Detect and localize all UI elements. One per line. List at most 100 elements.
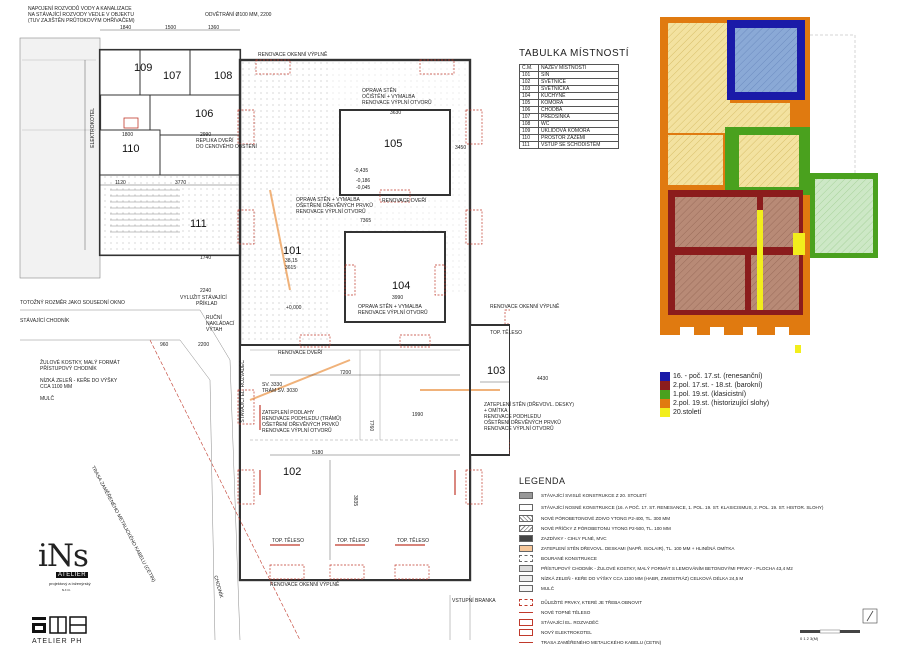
floor-plan	[19, 29, 510, 641]
room-number-cell: 103	[519, 85, 539, 93]
room-110-number: 110	[122, 143, 140, 155]
service-wing	[98, 48, 242, 257]
legend-label: ZATEPLENÍ STĚN DŘEVOVL. DESKAMI (NAPŘ. I…	[541, 546, 735, 551]
note-granite-1: ŽULOVÉ KOSTKY, MALÝ FORMÁT	[40, 360, 120, 366]
legend-label: TRASA ZAMĚŘENÉHO METALICKÉHO KABELU (CET…	[541, 640, 662, 645]
legend-swatch	[519, 575, 533, 582]
legend-item: MULČ	[519, 584, 789, 594]
scale-label: 0 1 2 3(M)	[800, 636, 819, 641]
dim-2200: 2200	[198, 342, 210, 348]
room-number-cell: 106	[519, 106, 539, 114]
note-greenery-1: NÍZKÁ ZELEŇ - KEŘE DO VÝŠKY	[40, 378, 118, 384]
legend-item: NOVÉ PŘÍČKY Z PÓROBETONU YTONG P2-500, T…	[519, 524, 789, 534]
dim-1500: 1500	[165, 25, 177, 31]
room-number-cell: 102	[519, 78, 539, 86]
note-lift-2: NAKLÁDACÍ	[206, 321, 235, 327]
note-101-2: OŠETŘENÍ DŘEVĚNÝCH PRVKŮ	[296, 203, 373, 209]
legend-swatch	[519, 639, 533, 646]
note-103-1: ZATEPLENÍ STĚN (DŘEVOVL. DESKY)	[484, 402, 574, 408]
note-renovation-door-105: RENOVACE DVEŘÍ	[382, 198, 427, 204]
room-name-cell: KOMORA	[538, 99, 619, 107]
note-water-1: NAPOJENÍ ROZVODŮ VODY A KANALIZACE	[28, 6, 132, 12]
dim-1120: 1120	[115, 180, 126, 186]
note-105-1: OPRAVA STĚN	[362, 88, 397, 94]
room-number-cell: 104	[519, 92, 539, 100]
room-name-cell: SVĚTNIČKA	[538, 85, 619, 93]
legend-label: STÁVAJÍCÍ NOSNÉ KONSTRUKCE (16. A POČ. 1…	[541, 505, 824, 510]
note-level-2: -0,186	[356, 178, 371, 184]
legend-item: DŮLEŽITÉ PRVKY, KTERÉ JE TŘEBA OBNOVIT	[519, 598, 789, 608]
era-legend-row-4: 2.pol. 19.st. (historizující slohy)	[660, 399, 770, 408]
note-water-3: (TUV ZAJIŠTĚN PRŮTOKOVÝM OHŘÍVAČEM)	[28, 18, 135, 24]
dim-5180: 5180	[312, 450, 324, 456]
dim-2990: 2990	[200, 132, 212, 138]
room-105-number: 105	[384, 138, 403, 150]
note-span-1: SV. 3330	[262, 382, 283, 388]
era-label: 2.pol. 19.st. (historizující slohy)	[673, 400, 770, 407]
main-building	[238, 58, 510, 582]
legend-label: NÍZKÁ ZELEŇ - KEŘE DO VÝŠKY CCA 1100 MM …	[541, 576, 744, 581]
note-105-2: OČIŠTĚNÍ + VYMALBA	[362, 94, 415, 100]
ph-logo-text: ATELIER PH	[32, 638, 83, 645]
north-arrow-icon	[862, 608, 878, 624]
dim-1740: 1740	[200, 255, 212, 261]
dim-2240: 2240	[200, 288, 212, 294]
note-103-4: OŠETŘENÍ DŘEVĚNÝCH PRVKŮ	[484, 420, 561, 426]
legend-label: MULČ	[541, 586, 555, 591]
legend-swatch	[519, 555, 533, 562]
note-renovation-window-top: RENOVACE OKENNÍ VÝPLNĚ	[258, 52, 328, 58]
legend-item: STÁVAJÍCÍ EL. ROZVADĚČ	[519, 618, 789, 628]
dim-7365: 7365	[360, 218, 372, 224]
legend-item: NOVÉ TOPNÉ TĚLESO	[519, 608, 789, 618]
ins-atelier-logo: iNs ATELIER projektový a inženýrský s.r.…	[38, 540, 94, 598]
cable-route	[149, 339, 301, 641]
note-radiator-1: TOP. TĚLESO	[272, 538, 304, 544]
dimension-lines	[84, 29, 510, 560]
note-105-3: RENOVACE VÝPLNÍ OTVORŮ	[362, 100, 432, 106]
legend-swatch	[519, 629, 533, 636]
note-replica-2: DO CENOVÉHO OBSTENÍ	[196, 144, 257, 150]
legend-swatch	[519, 492, 533, 499]
dim-3835: 3835	[352, 495, 358, 507]
dim-4430: 4430	[537, 376, 549, 382]
note-span-2: TRÁM SV. 3030	[262, 388, 298, 394]
era-swatch	[660, 381, 670, 390]
era-plan	[660, 17, 878, 353]
note-granite-2: PŘÍSTUPOVÝ CHODNÍK	[40, 366, 97, 372]
room-104-number: 104	[392, 280, 411, 292]
room-name-cell: SVĚTNICE	[538, 78, 619, 86]
room-name-cell: ÚKLIDOVÁ KOMORA	[538, 127, 619, 135]
legend-label: NOVÉ PŘÍČKY Z PÓROBETONU YTONG P2-500, T…	[541, 526, 671, 531]
note-102-1: ZATEPLENÍ PODLAHY	[262, 410, 315, 416]
legend-label: NOVÉ TOPNÉ TĚLESO	[541, 610, 591, 615]
room-name-cell: SÍŇ	[538, 71, 619, 79]
legend-swatch	[519, 599, 533, 606]
legend-swatch	[519, 585, 533, 592]
room-name-cell: WC	[538, 120, 619, 128]
logo-company-type: s.r.o.	[62, 587, 71, 592]
era-label: 1.pol. 19.st. (klasicistní)	[673, 391, 747, 398]
note-renovation-door: RENOVACE DVEŘÍ	[278, 350, 323, 356]
radiators	[259, 405, 456, 546]
room-name-cell: PROSTOR ZÁZEMÍ	[538, 134, 619, 142]
note-level-1: -0,435	[354, 168, 369, 174]
note-boiler: ELEKTROKOTEL	[90, 108, 96, 148]
dim-1990: 1990	[412, 412, 424, 418]
legend-title: LEGENDA	[519, 476, 566, 486]
legend-label: PŘÍSTUPOVÝ CHODNÍK - ŽULOVÉ KOSTKY, MALÝ…	[541, 566, 793, 571]
legend-label: DŮLEŽITÉ PRVKY, KTERÉ JE TŘEBA OBNOVIT	[541, 600, 643, 605]
legend-swatch	[519, 504, 533, 511]
room-102-number: 102	[283, 466, 302, 478]
room-number-cell: 110	[519, 134, 539, 142]
note-gate: VSTUPNÍ BRANKA	[452, 598, 496, 604]
header-number: Č.M.	[519, 64, 539, 72]
room-109-number: 109	[134, 62, 153, 74]
note-101-1: OPRAVA STĚN + VYMALBA	[296, 197, 360, 203]
